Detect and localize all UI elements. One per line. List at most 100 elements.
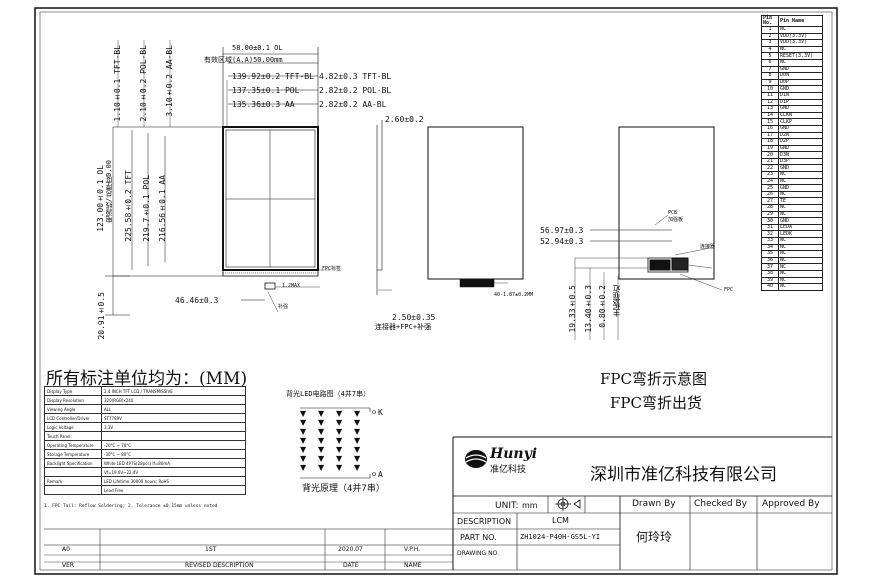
back-dim-5: 0.80±0.2 <box>598 285 607 328</box>
rev-header-desc: REVISED DESCRIPTION <box>185 562 254 569</box>
rev-desc: 1ST <box>205 546 217 553</box>
projection-symbol-icon <box>555 497 581 511</box>
approved-by-label: Approved By <box>762 499 820 509</box>
sheet-border <box>34 7 838 575</box>
led-diode-icon: ▼ <box>300 463 307 472</box>
led-a-label: A <box>378 470 383 479</box>
logo-cn: 准亿科技 <box>490 465 527 475</box>
spec-value: -30°C ~ 80°C <box>101 449 246 459</box>
led-circuit <box>300 407 376 479</box>
led-diode-icon: ▼ <box>300 409 307 418</box>
checked-by-label: Checked By <box>694 499 747 509</box>
pin-name: GND <box>778 124 823 133</box>
led-diode-icon: ▼ <box>300 436 307 445</box>
spec-footer: 1. FPC Tail: Reflow Soldering; 2. Tolera… <box>44 504 218 509</box>
pin-name-header: Pin Name <box>778 15 823 27</box>
pin-number: 14 <box>761 111 779 120</box>
spec-row: Operating Temperature-20°C ~ 70°C <box>44 440 246 450</box>
spec-value: -20°C ~ 70°C <box>101 440 246 450</box>
pin-name: NC <box>778 283 823 291</box>
led-diode-icon: ▼ <box>354 427 361 436</box>
back-dim-4: 13.40±0.3 <box>584 285 593 333</box>
rev-header-date: DATE <box>343 562 359 569</box>
fpc-width-label: 40-1.87±0.2MM <box>494 292 534 298</box>
rev-header-ver: VER <box>62 562 75 569</box>
dim-pol-width: 137.35±0.1 POL <box>232 86 300 95</box>
spec-value: Vf=19.6V~22.4V <box>101 467 246 477</box>
pin-number: 21 <box>761 157 779 166</box>
side-note: 连接器+FPC+补强 <box>375 323 432 331</box>
spec-value: ST7789V <box>101 413 246 423</box>
dim-tft-bl-offset: 4.82±0.3 TFT-BL <box>319 72 392 81</box>
pin-name: NC <box>778 210 823 219</box>
pin-name: NC <box>778 190 823 199</box>
dim-tft-bl-width: 139.92±0.2 TFT-BL <box>232 72 314 81</box>
led-diode-icon: ▼ <box>354 454 361 463</box>
company-name: 深圳市准亿科技有限公司 <box>590 465 777 485</box>
pin-number: 31 <box>761 223 779 232</box>
spec-key: Remark <box>44 476 102 486</box>
spec-key: Display Type <box>44 386 102 396</box>
pin-number: 16 <box>761 124 779 133</box>
led-diode-icon: ▼ <box>336 418 343 427</box>
side-view <box>376 120 392 295</box>
spec-key <box>44 485 102 495</box>
spec-row: Vf=19.6V~22.4V <box>44 467 246 477</box>
side-thickness: 2.60±0.2 <box>385 115 424 124</box>
pin-name: NC <box>778 256 823 265</box>
part-no-value: ZH1024-P40H-GS5L-YI <box>520 533 601 541</box>
led-diode-icon: ▼ <box>318 463 325 472</box>
dim-bottom: 46.46±0.3 <box>175 296 219 305</box>
back-view-flat <box>427 126 524 288</box>
rev-header-name: NAME <box>404 562 422 569</box>
dim-v-tft-bl: 1.10±0.1 TFT-BL <box>113 45 122 122</box>
spec-key: Display Resolution <box>44 395 102 405</box>
title-block <box>44 436 832 570</box>
spec-key: Backlight Specification <box>44 458 102 468</box>
logo-brand: Hunyi <box>490 446 538 462</box>
led-diode-icon: ▼ <box>336 463 343 472</box>
spec-value: 2.4 INCH TFT LCD / TRANSMISSIVE <box>101 386 246 396</box>
dim-aa-width: 135.36±0.3 AA <box>232 100 295 109</box>
pin-number: 4 <box>761 45 779 54</box>
dim-aa-bl-offset: 2.82±0.2 AA-BL <box>319 100 387 109</box>
back-dim-1: 56.97±0.3 <box>540 226 584 235</box>
pin-number: 24 <box>761 177 779 186</box>
stiffener-note: 补强 <box>278 304 289 310</box>
pin-number: 19 <box>761 144 779 153</box>
unit-label: UNIT: <box>495 501 519 511</box>
spec-row: Touch Panel <box>44 431 246 441</box>
rev-ver: A0 <box>62 546 70 553</box>
dim-v-aa-bl: 3.10±0.2 AA-BL <box>165 45 174 117</box>
led-diode-icon: ▼ <box>300 445 307 454</box>
spec-value: ALL <box>101 404 246 414</box>
spec-value <box>101 431 246 441</box>
dim-v-pol: 219.7±0.1 POL <box>142 175 151 242</box>
led-diode-icon: ▼ <box>354 409 361 418</box>
back-dim-2: 52.94±0.3 <box>540 237 584 246</box>
led-diode-icon: ▼ <box>336 445 343 454</box>
spec-key: Viewing Angle <box>44 404 102 414</box>
spec-value: 320(RGB)x240 <box>101 395 246 405</box>
front-view <box>105 40 330 316</box>
fpc-label-note: FPC标签 <box>322 266 342 272</box>
led-diode-icon: ▼ <box>354 436 361 445</box>
led-diode-icon: ▼ <box>300 454 307 463</box>
dim-active-area: 有效区域(A.A)50.00mm <box>204 56 283 64</box>
spec-value: Lead Free <box>101 485 246 495</box>
pin-number: 40 <box>761 283 779 291</box>
led-diode-icon: ▼ <box>354 463 361 472</box>
spec-row: Storage Temperature-30°C ~ 80°C <box>44 449 246 459</box>
